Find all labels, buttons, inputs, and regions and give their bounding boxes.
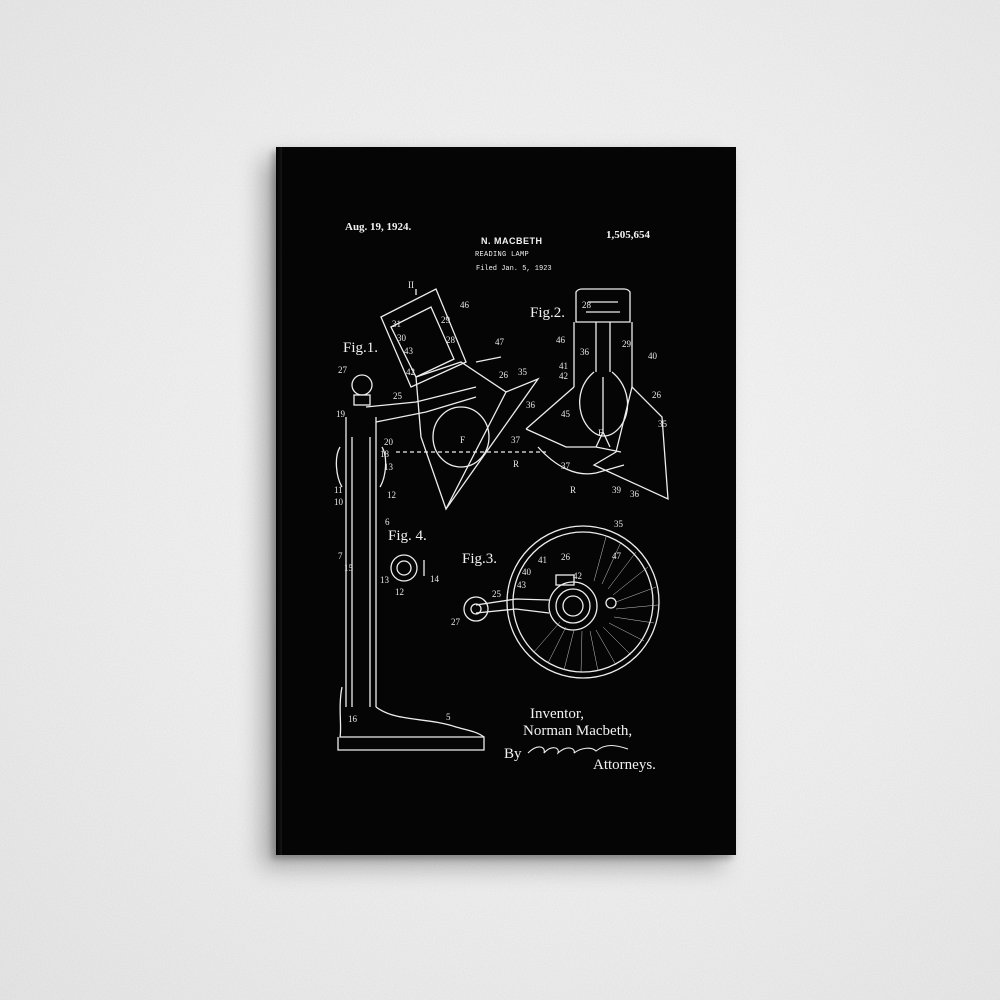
ref-numeral: 11 [334,485,343,495]
ref-numeral: 19 [336,409,345,419]
ref-numeral: 27 [451,617,460,627]
ref-numeral: 27 [338,365,347,375]
patent-filed-date: Filed Jan. 5, 1923 [476,265,552,273]
ref-numeral: 13 [380,575,389,585]
ref-numeral: 25 [393,391,402,401]
by-label: By [504,746,522,762]
ref-numeral: 14 [430,574,439,584]
ref-numeral: 41 [559,361,568,371]
ref-numeral: 18 [380,449,389,459]
ref-numeral: 10 [334,497,343,507]
ref-numeral: 26 [652,390,661,400]
ref-numeral: 12 [395,587,404,597]
fig1-lamp-drawing [335,288,546,751]
fig4-label: Fig. 4. [388,528,427,544]
patent-inventor-header: N. MACBETH [481,236,543,246]
ref-numeral: 36 [630,489,639,499]
inventor-label: Inventor, [530,706,584,722]
patent-title: READING LAMP [475,251,530,259]
ref-numeral: 16 [348,714,357,724]
ref-numeral: 7 [338,551,343,561]
ref-numeral: 46 [460,300,469,310]
ref-numeral: 25 [492,589,501,599]
ref-numeral: 37 [561,461,570,471]
fig2-label: Fig.2. [530,305,566,321]
patent-number: 1,505,654 [606,229,650,241]
ref-numeral: 26 [561,552,570,562]
ref-numeral: 15 [344,563,353,573]
canvas-print: Aug. 19, 1924. 1,505,654 N. MACBETH READ… [276,147,736,855]
ref-numeral: 12 [387,490,396,500]
ref-numeral: 47 [495,337,504,347]
ref-numeral: 43 [517,580,526,590]
ref-numeral: 42 [559,371,568,381]
patent-date: Aug. 19, 1924. [345,221,412,233]
ref-numeral: 42 [406,367,415,377]
patent-drawing [335,288,669,755]
ref-numeral: 5 [446,712,451,722]
ref-numeral: 46 [556,335,565,345]
ref-numeral: 36 [526,400,535,410]
fig2-section-drawing [525,288,669,501]
ref-numeral: 31 [392,319,401,329]
ref-numeral: 6 [385,517,390,527]
ref-numeral: 28 [582,300,591,310]
inventor-name: Norman Macbeth, [523,723,633,739]
ref-numeral: 35 [518,367,527,377]
ref-numeral: R [513,459,520,469]
ref-numeral: F [460,435,466,445]
ref-numeral: 45 [561,409,570,419]
ref-numeral: 28 [446,335,455,345]
ref-numeral: 37 [511,435,520,445]
ref-numeral: 26 [499,370,508,380]
fig3-label: Fig.3. [462,551,498,567]
ref-numeral: 47 [612,551,621,561]
ref-numeral: 35 [658,419,667,429]
ref-numeral: F [598,428,604,438]
ref-numeral: 41 [538,555,547,565]
ref-numeral: II [408,280,414,290]
attorneys-label: Attorneys. [593,757,656,773]
ref-numeral: 35 [614,519,623,529]
ref-numeral: 29 [441,315,450,325]
ref-numeral: 40 [648,351,657,361]
attorney-signature [527,744,629,755]
ref-numeral: 40 [522,567,531,577]
fig4-collar-drawing [390,554,425,582]
ref-numeral: 39 [612,485,621,495]
ref-numeral: 30 [397,333,406,343]
ref-numeral: 43 [404,346,413,356]
canvas-side-edge [276,147,282,855]
ref-numeral: 13 [384,462,393,472]
ref-numeral: 20 [384,437,393,447]
ref-numeral: R [570,485,577,495]
ref-numeral: 36 [580,347,589,357]
ref-numeral: 42 [573,571,582,581]
fig1-label: Fig.1. [343,340,379,356]
fig3-reflector-drawing [463,525,660,679]
ref-numeral: 29 [622,339,631,349]
